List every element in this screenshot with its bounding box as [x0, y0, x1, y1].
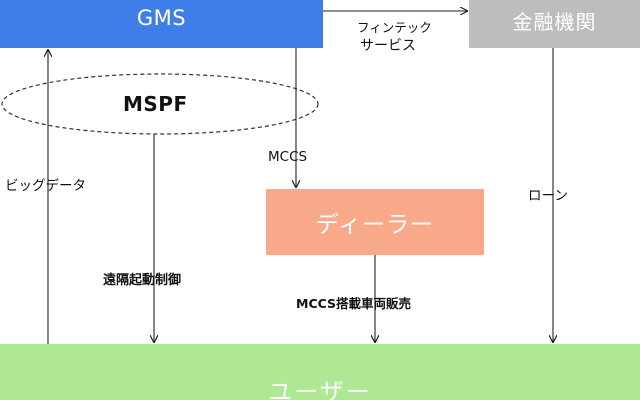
fintech-label-line2: サービス: [360, 38, 416, 54]
mccs-edge-label: MCCS: [268, 149, 308, 165]
dealer-label: ディーラー: [315, 212, 435, 238]
bank-label: 金融機関: [512, 10, 597, 34]
gms-label: GMS: [136, 6, 187, 30]
gms-node: GMS: [0, 0, 323, 48]
mspf-ellipse: [1, 73, 319, 135]
user-node: ユーザー: [0, 344, 640, 400]
fintech-label-line1: フィンテック: [357, 20, 432, 35]
bigdata-edge-label: ビッグデータ: [5, 178, 86, 194]
user-label: ユーザー: [268, 378, 372, 400]
dealer-node: ディーラー: [266, 189, 484, 255]
mspf-label: MSPF: [123, 92, 188, 116]
remote-control-edge-label: 遠隔起動制御: [103, 273, 182, 288]
mccs-sales-edge-label: MCCS搭載車両販売: [296, 296, 412, 311]
bank-node: 金融機関: [469, 0, 640, 48]
loan-edge-label: ローン: [528, 188, 568, 204]
fintech-edge-label: フィンテック サービス: [357, 20, 432, 55]
